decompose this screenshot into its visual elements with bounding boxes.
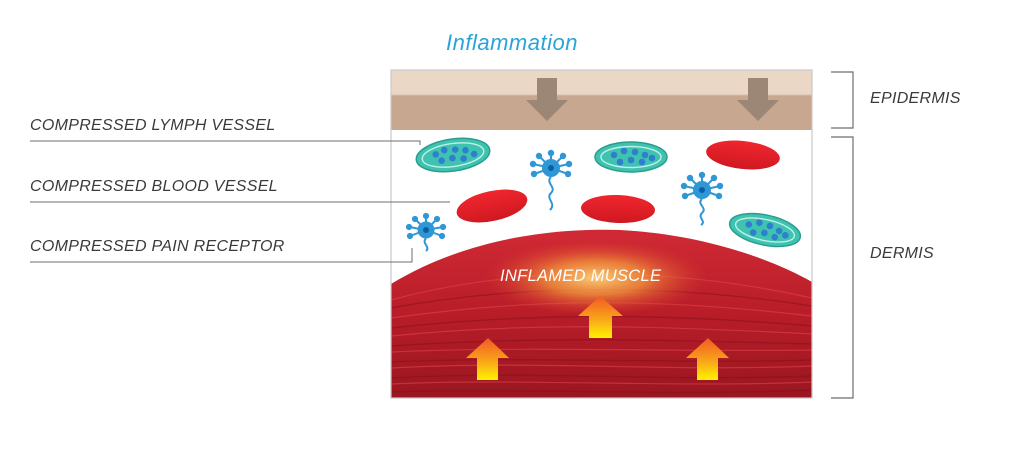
lymph-vessel-icon — [594, 141, 668, 173]
heat-arrow-icon — [578, 296, 623, 338]
blood-cell-icon — [581, 194, 655, 224]
heat-arrow-icon — [466, 338, 509, 380]
leader-line-pain — [30, 248, 413, 263]
blood-cell-icon — [456, 189, 528, 223]
label-compressed-blood-vessel: COMPRESSED BLOOD VESSEL — [30, 178, 278, 195]
label-dermis: DERMIS — [870, 245, 935, 262]
label-compressed-pain-receptor: COMPRESSED PAIN RECEPTOR — [30, 238, 285, 255]
label-epidermis: EPIDERMIS — [870, 90, 961, 107]
skin-section-border — [390, 69, 813, 399]
epidermis-bracket — [831, 71, 854, 129]
lymph-vessel-icon — [415, 137, 491, 173]
pain-receptor-icon — [529, 149, 573, 211]
leader-line-lymph — [30, 140, 421, 145]
heat-arrow-icon — [686, 338, 729, 380]
lymph-vessel-icon — [728, 212, 802, 248]
epidermis-layer — [391, 70, 812, 130]
label-inflamed-muscle: INFLAMED MUSCLE — [500, 267, 662, 285]
down-arrow-icon — [737, 78, 779, 121]
diagram-title: Inflammation — [446, 30, 578, 55]
dermis-bracket — [831, 136, 854, 399]
down-arrow-icon — [526, 78, 568, 121]
blood-cell-icon — [706, 140, 780, 170]
pain-receptor-icon — [405, 212, 447, 252]
label-compressed-lymph-vessel: COMPRESSED LYMPH VESSEL — [30, 117, 276, 134]
pain-receptor-icon — [680, 171, 724, 226]
